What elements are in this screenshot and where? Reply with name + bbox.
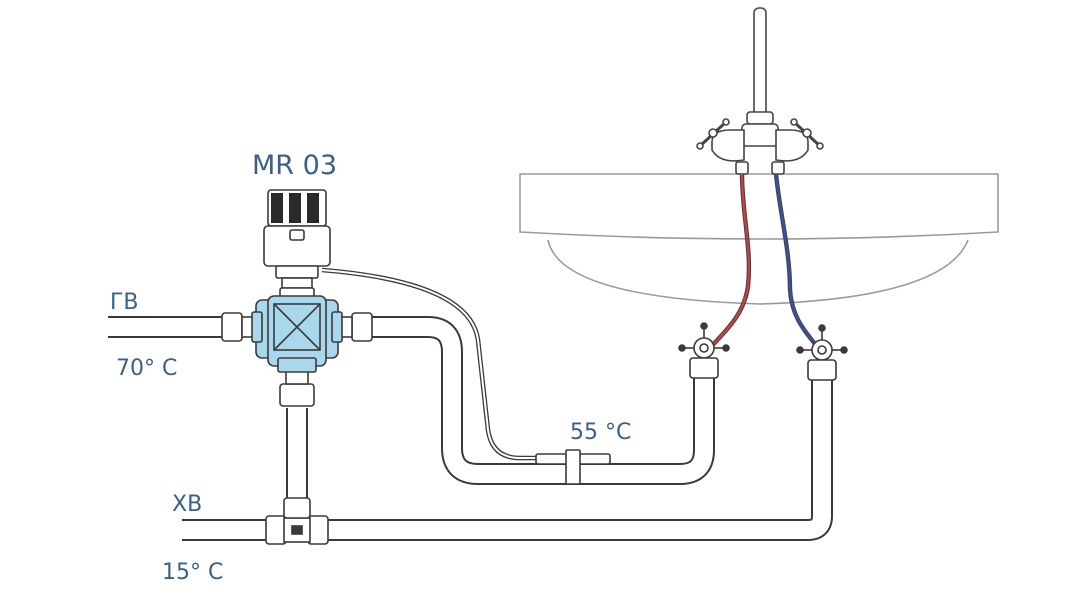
valve-model-label: MR 03 (252, 150, 337, 181)
cold-temp-label: 15° C (162, 560, 224, 585)
valve-head (263, 189, 331, 289)
faucet-hoses (708, 173, 820, 350)
pipes (108, 316, 833, 541)
sensor-clamp (565, 449, 581, 485)
hot-water-label: ГВ (110, 290, 139, 315)
mixed-outlet-pipe (370, 316, 715, 485)
faucet (696, 7, 824, 175)
hot-temp-label: 70° C (116, 356, 178, 381)
mixed-temp-label: 55 °C (570, 420, 632, 445)
sink-basin (519, 173, 999, 305)
cold-water-label: ХВ (172, 492, 203, 517)
mixing-valve (221, 189, 373, 407)
cold-angle-valve (796, 324, 848, 381)
hot-angle-valve (678, 322, 730, 379)
faucet-hot-handle (696, 118, 730, 150)
valve-body (251, 295, 343, 373)
cold-main-pipe (182, 372, 833, 541)
cold-tee-fitting (265, 497, 329, 545)
temperature-sensor (321, 267, 611, 485)
faucet-cold-handle (790, 118, 824, 150)
